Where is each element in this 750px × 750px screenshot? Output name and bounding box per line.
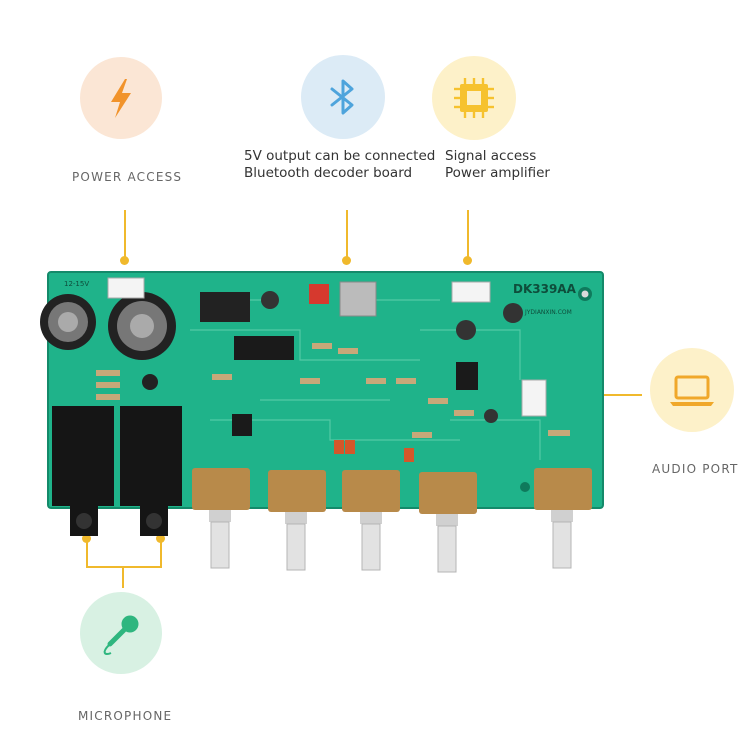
signal-callout: Signal access Power amplifier	[445, 148, 550, 182]
mic-icon-circle	[80, 592, 162, 674]
signal-callout-line-1: Signal access	[445, 148, 537, 164]
mic-connector-dot-left	[82, 534, 91, 543]
capacitor-right	[108, 292, 176, 360]
bluetooth-connector-dot	[342, 256, 351, 265]
signal-icon-circle	[432, 56, 516, 140]
bluetooth-callout-line-1: 5V output can be connected	[244, 148, 436, 164]
potentiometer-row	[192, 468, 592, 573]
power-connector-line	[124, 210, 126, 260]
mic-connector-left	[86, 538, 88, 568]
chip-icon	[454, 78, 494, 118]
bluetooth-icon	[330, 79, 354, 115]
microphone-label: MICROPHONE	[78, 709, 173, 723]
power-access-label: POWER ACCESS	[72, 170, 183, 184]
power-icon-circle	[80, 57, 162, 139]
bluetooth-callout: 5V output can be connected Bluetooth dec…	[244, 148, 435, 182]
bluetooth-connector-line	[346, 210, 348, 260]
mic-connector-stem	[122, 566, 124, 588]
mic-connector-bridge	[86, 566, 162, 568]
svg-text:12-15V: 12-15V	[64, 280, 89, 288]
svg-text:JYDIANXIN.COM: JYDIANXIN.COM	[524, 309, 572, 316]
microphone-icon	[103, 615, 139, 655]
signal-callout-line-2: Power amplifier	[445, 165, 550, 181]
signal-connector-line	[467, 210, 469, 260]
mic-connector-right	[160, 538, 162, 568]
audio-icon-circle	[650, 348, 734, 432]
svg-text:DK339AA: DK339AA	[513, 282, 577, 296]
bluetooth-callout-line-2: Bluetooth decoder board	[244, 165, 413, 181]
power-connector-dot	[120, 256, 129, 265]
laptop-icon	[670, 375, 714, 406]
audio-connector-line	[550, 394, 642, 396]
audio-connector-dot	[546, 390, 555, 399]
bluetooth-icon-circle	[301, 55, 385, 139]
lightning-icon	[111, 79, 131, 118]
capacitor-left	[40, 294, 96, 350]
signal-connector-dot	[463, 256, 472, 265]
audio-port-label: AUDIO PORT	[652, 462, 739, 476]
mic-connector-dot-right	[156, 534, 165, 543]
